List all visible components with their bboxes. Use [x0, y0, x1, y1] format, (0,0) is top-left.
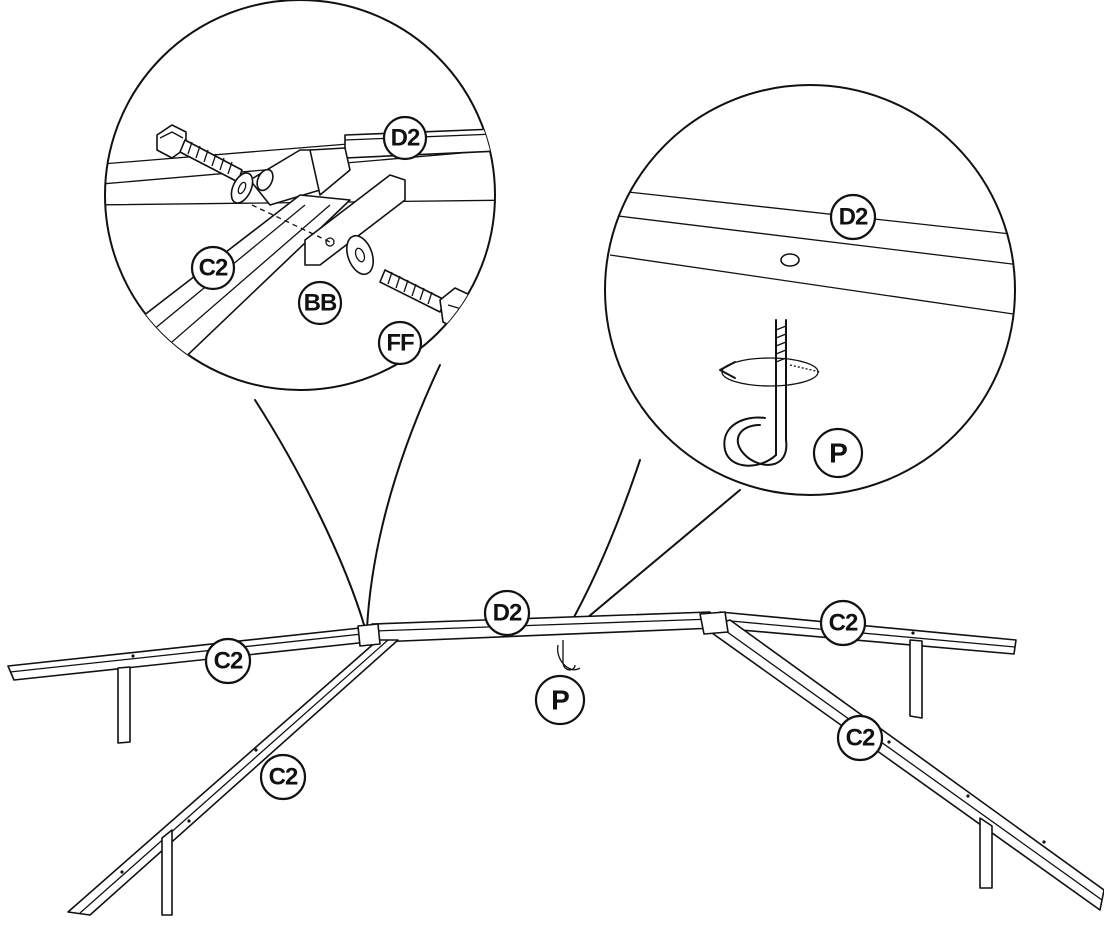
svg-text:P: P [551, 685, 569, 716]
right-inset-label-p: P [812, 427, 864, 479]
svg-text:C2: C2 [846, 725, 875, 752]
frame-label-c2-left-rafter: C2 [259, 753, 307, 801]
left-inset-label-c2: C2 [190, 245, 236, 291]
svg-text:P: P [829, 438, 847, 469]
frame-assembly [7, 611, 1104, 916]
svg-text:D2: D2 [493, 600, 522, 627]
frame-label-c2-right-rafter: C2 [836, 714, 884, 762]
frame-hook [557, 640, 581, 671]
svg-text:FF: FF [386, 330, 414, 357]
svg-text:BB: BB [304, 290, 337, 317]
svg-text:C2: C2 [829, 610, 858, 637]
right-inset-label-d2: D2 [829, 193, 877, 241]
right-detail-inset: D2 P [567, 84, 1016, 629]
hook-part [719, 319, 821, 467]
left-bolt [156, 124, 274, 204]
left-rafter-leg [161, 829, 173, 916]
svg-text:C2: C2 [214, 648, 243, 675]
svg-text:C2: C2 [269, 764, 298, 791]
frame-label-c2-left-beam: C2 [204, 637, 252, 685]
left-inset-label-bb: BB [297, 280, 343, 326]
frame-label-p: P [534, 674, 586, 726]
left-leg [117, 666, 131, 744]
left-inset-label-ff: FF [377, 320, 423, 366]
right-inset-circle [604, 84, 1016, 496]
svg-text:C2: C2 [199, 255, 228, 282]
frame-label-c2-right-beam: C2 [819, 599, 867, 647]
center-beam [371, 611, 716, 643]
left-inset-pointer [254, 364, 441, 629]
right-leg [909, 639, 923, 719]
left-inset-label-d2: D2 [382, 115, 428, 161]
frame-label-d2: D2 [483, 589, 531, 637]
right-inset-pointer [567, 459, 741, 629]
svg-text:D2: D2 [391, 125, 420, 152]
left-detail-inset: D2 C2 BB FF [104, 0, 496, 629]
right-rafter [704, 619, 1104, 911]
svg-text:D2: D2 [839, 204, 868, 231]
right-rafter-leg [979, 817, 993, 889]
left-beam [7, 627, 369, 681]
